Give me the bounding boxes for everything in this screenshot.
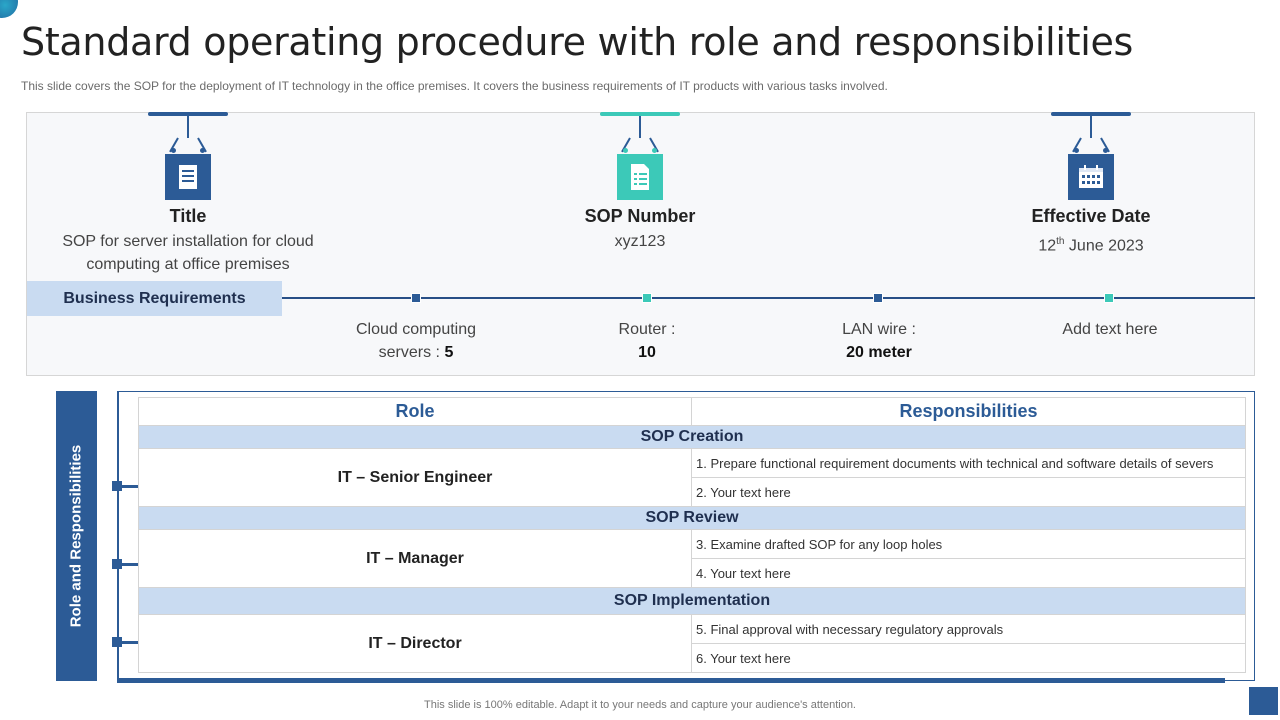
- timeline-node: [1104, 293, 1114, 303]
- roles-bottom-bar: [117, 678, 1225, 683]
- document-icon: [165, 154, 211, 200]
- effective-date-heading: Effective Date: [1031, 206, 1151, 226]
- corner-decoration: [0, 0, 18, 18]
- business-requirements-label: Business Requirements: [27, 281, 282, 316]
- timeline-node: [642, 293, 652, 303]
- sop-number-card: SOP Number xyz123: [520, 206, 760, 253]
- role-cell: IT – Director: [138, 614, 692, 673]
- role-cell: IT – Manager: [138, 529, 692, 588]
- role-column-header: Role: [138, 397, 692, 426]
- requirement-lan-wire: LAN wire : 20 meter: [842, 321, 916, 361]
- requirement-placeholder: Add text here: [1062, 321, 1158, 338]
- connector-tick: [112, 481, 122, 491]
- title-heading: Title: [169, 206, 207, 226]
- responsibility-cell: 4. Your text here: [691, 558, 1246, 588]
- sop-number-value: xyz123: [614, 233, 666, 250]
- timeline-line: [282, 297, 1255, 299]
- page-subtitle: This slide covers the SOP for the deploy…: [21, 79, 888, 93]
- footer-note: This slide is 100% editable. Adapt it to…: [424, 699, 856, 711]
- role-cell: IT – Senior Engineer: [138, 448, 692, 507]
- requirement-cloud-servers: Cloud computing servers : 5: [355, 321, 477, 361]
- timeline-node: [873, 293, 883, 303]
- calendar-icon: [1068, 154, 1114, 200]
- timeline-node: [411, 293, 421, 303]
- roles-side-label: Role and Responsibilities: [67, 444, 85, 628]
- effective-date-value: 12th June 2023: [1038, 236, 1144, 255]
- title-value: SOP for server installation for cloud co…: [62, 233, 314, 273]
- page-title: Standard operating procedure with role a…: [21, 20, 1134, 64]
- responsibility-cell: 2. Your text here: [691, 477, 1246, 507]
- roles-side-bar: [56, 391, 97, 681]
- responsibility-cell: 1. Prepare functional requirement docume…: [691, 448, 1246, 478]
- responsibility-cell: 6. Your text here: [691, 643, 1246, 673]
- sop-number-heading: SOP Number: [584, 206, 696, 226]
- requirement-router: Router : 10: [618, 321, 676, 361]
- section-header: SOP Creation: [138, 425, 1246, 449]
- next-slide-button[interactable]: [1249, 687, 1278, 715]
- section-header: SOP Review: [138, 506, 1246, 530]
- title-card: Title SOP for server installation for cl…: [38, 206, 338, 276]
- responsibility-cell: 3. Examine drafted SOP for any loop hole…: [691, 529, 1246, 559]
- roles-connector: [117, 391, 119, 682]
- roles-table: Role Responsibilities SOP Creation IT – …: [138, 397, 1246, 673]
- file-list-icon: [617, 154, 663, 200]
- section-header: SOP Implementation: [138, 587, 1246, 615]
- connector-tick: [112, 559, 122, 569]
- responsibility-cell: 5. Final approval with necessary regulat…: [691, 614, 1246, 644]
- responsibilities-column-header: Responsibilities: [691, 397, 1246, 426]
- connector-tick: [112, 637, 122, 647]
- effective-date-card: Effective Date 12th June 2023: [971, 206, 1211, 257]
